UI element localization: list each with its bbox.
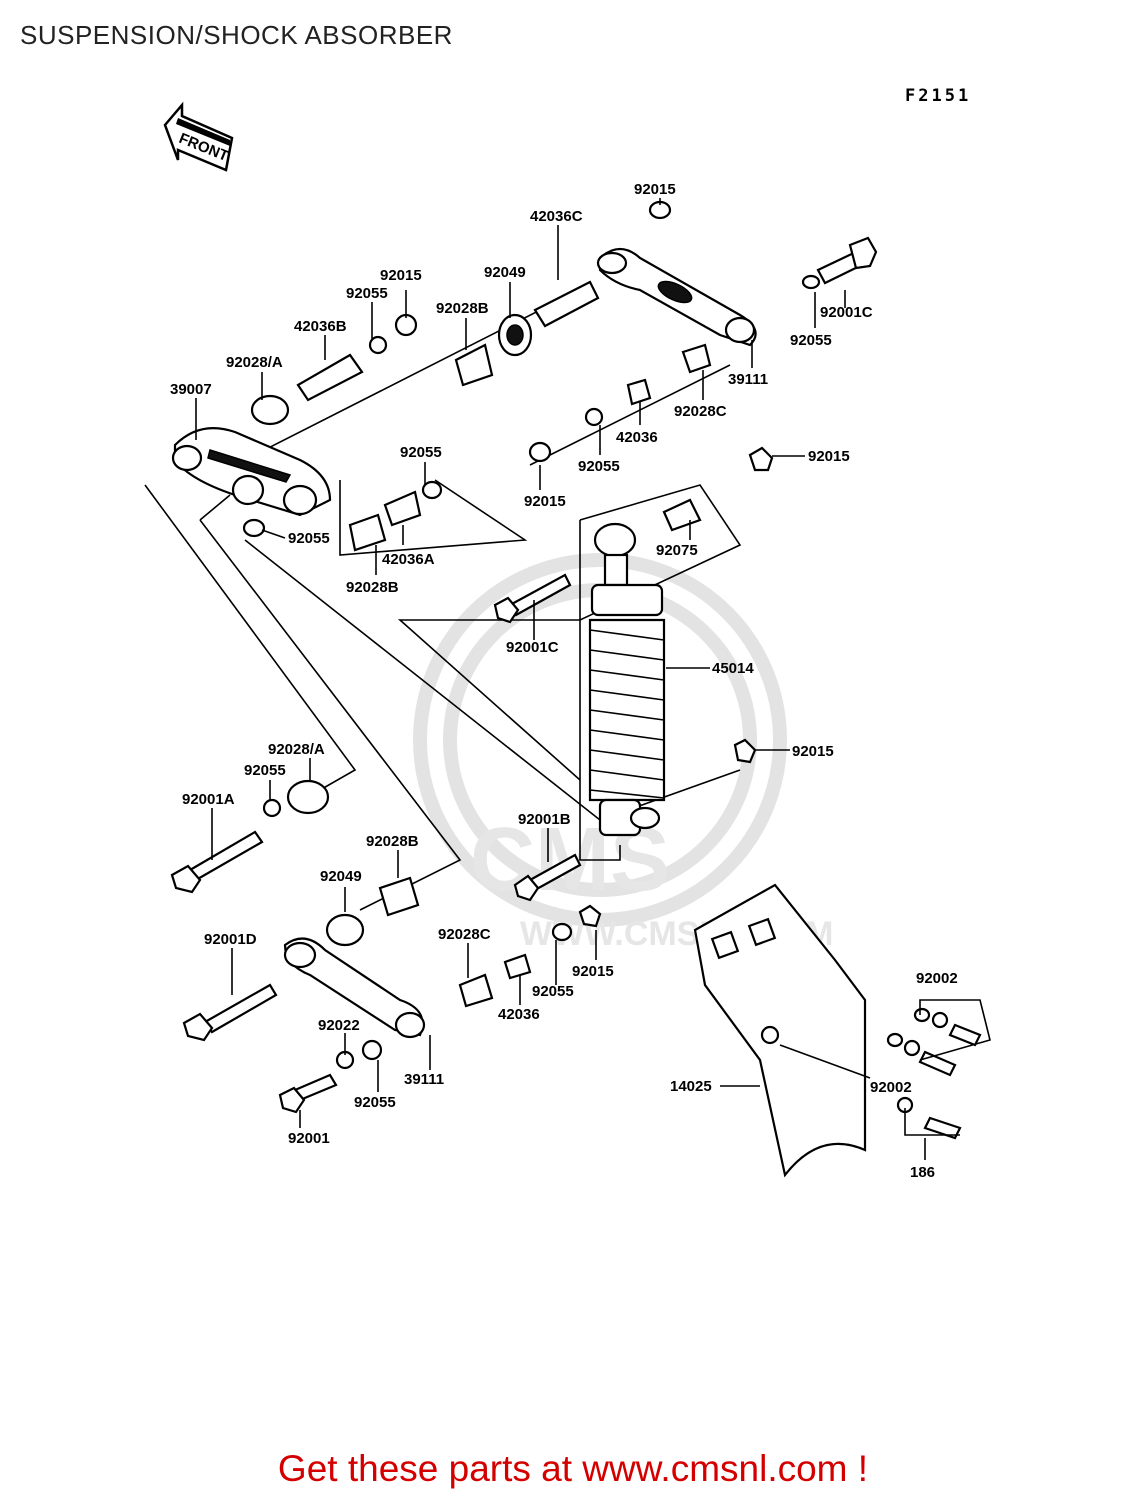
- callout-label: 92049: [320, 868, 362, 885]
- callout-label: 92015: [634, 181, 676, 198]
- callout-label: 92015: [380, 267, 422, 284]
- callout-label: 92001D: [204, 931, 257, 948]
- callout-label: 92022: [318, 1017, 360, 1034]
- callout-label: 92015: [572, 963, 614, 980]
- callout-label: 92028B: [436, 300, 489, 317]
- callout-label: 92015: [524, 493, 566, 510]
- callout-label: 92055: [400, 444, 442, 461]
- callout-label: 186: [910, 1164, 935, 1181]
- upper-bushings: [250, 200, 712, 463]
- lower-bolts: [182, 983, 383, 1114]
- rocker-arm-39007: [171, 427, 332, 517]
- callout-label: 92028C: [438, 926, 491, 943]
- middle-bushings: [242, 480, 443, 552]
- callout-label: 92075: [656, 542, 698, 559]
- callout-label: 42036B: [294, 318, 347, 335]
- callout-label: 92028/A: [268, 741, 325, 758]
- callout-label: 92055: [244, 762, 286, 779]
- callout-label: 92055: [354, 1094, 396, 1111]
- callout-label: 92001A: [182, 791, 235, 808]
- callout-label: 39007: [170, 381, 212, 398]
- shock-absorber-45014: [588, 446, 774, 837]
- shock-spring: [588, 618, 666, 802]
- callout-label: 42036: [498, 1006, 540, 1023]
- callout-labels: 92015 42036C 92049 92001C 92055 39111 92…: [170, 181, 958, 1181]
- front-arrow-icon: FRONT: [163, 101, 234, 172]
- lower-bushings: [458, 904, 602, 1008]
- callout-label: 92002: [870, 1079, 912, 1096]
- mud-guard-14025: [693, 883, 867, 1178]
- callout-label: 92055: [288, 530, 330, 547]
- callout-label: 92001C: [506, 639, 559, 656]
- callout-label: 92055: [790, 332, 832, 349]
- callout-label: 92001C: [820, 304, 873, 321]
- tie-rod-lower: [283, 876, 426, 1039]
- callout-label: 92055: [532, 983, 574, 1000]
- bolt-92001c-upper: [801, 236, 878, 290]
- tie-rod-upper: [596, 247, 757, 347]
- callout-label: 45014: [712, 660, 754, 677]
- callout-label: 92028B: [366, 833, 419, 850]
- bolt-92001a: [170, 779, 330, 894]
- get-parts-link[interactable]: Get these parts at www.cmsnl.com !: [277, 1448, 869, 1489]
- callout-label: 92028/A: [226, 354, 283, 371]
- callout-label: 92001B: [518, 811, 571, 828]
- callout-label: 92015: [808, 448, 850, 465]
- parts-diagram: CMS WWW.CMSNL.COM FRONT: [144, 101, 991, 1181]
- callout-label: 92001: [288, 1130, 330, 1147]
- callout-label: 92055: [578, 458, 620, 475]
- page-title: SUSPENSION/SHOCK ABSORBER: [20, 20, 453, 50]
- leader-lines: [195, 198, 926, 1160]
- callout-label: 92055: [346, 285, 388, 302]
- callout-label: 92028C: [674, 403, 727, 420]
- callout-label: 42036C: [530, 208, 583, 225]
- callout-label: 92015: [792, 743, 834, 760]
- callout-label: 42036A: [382, 551, 435, 568]
- diagram-code: F2151: [905, 86, 972, 106]
- shock-bolts: [493, 573, 582, 902]
- callout-label: 39111: [728, 371, 768, 388]
- callout-label: 92028B: [346, 579, 399, 596]
- callout-label: 42036: [616, 429, 658, 446]
- callout-label: 92049: [484, 264, 526, 281]
- callout-label: 92002: [916, 970, 958, 987]
- callout-label: 39111: [404, 1071, 444, 1088]
- callout-label: 14025: [670, 1078, 712, 1095]
- mud-guard-bolts: [886, 999, 991, 1140]
